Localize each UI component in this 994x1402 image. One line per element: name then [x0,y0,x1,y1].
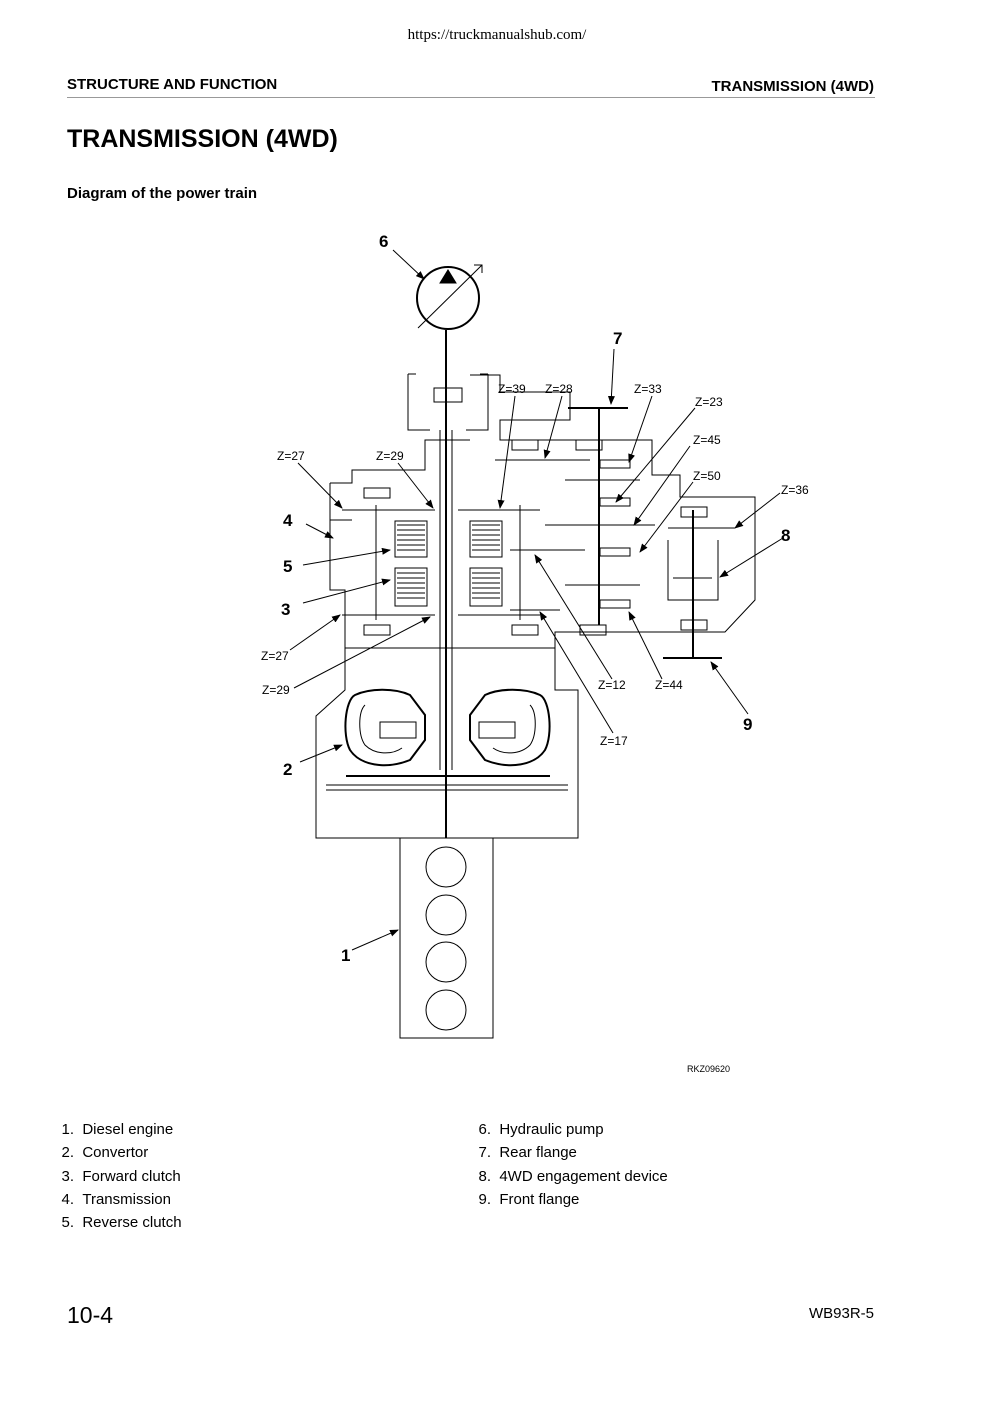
gear-label-z17: Z=17 [600,734,628,748]
hydraulic-pump [416,266,480,330]
callout-6: 6 [379,232,388,251]
gear-label-z29-bottom: Z=29 [262,683,290,697]
callout-1: 1 [341,946,350,965]
gear-label-z44: Z=44 [655,678,683,692]
figure-code: RKZ09620 [687,1064,730,1074]
callout-8: 8 [781,526,790,545]
legend-item: 8. 4WD engagement device [478,1167,668,1185]
engine-cylinder-3 [425,941,467,983]
callout-3: 3 [281,600,290,619]
forward-clutch-right [469,567,503,607]
figure-subtitle: Diagram of the power train [67,185,258,202]
engine-cylinder-4 [425,989,467,1031]
reverse-clutch-left [394,520,428,558]
gear-label-z39: Z=39 [498,382,526,396]
legend-item: 1. Diesel engine [61,1121,174,1138]
gear-label-z28: Z=28 [545,382,573,396]
legend-item: 3. Forward clutch [61,1167,181,1185]
gear-label-z50: Z=50 [693,469,721,483]
legend-item: 6. Hydraulic pump [478,1121,604,1138]
callout-7: 7 [613,329,622,348]
transmission-case [329,374,756,649]
legend-item: 9. Front flange [478,1190,580,1208]
legend-item: 7. Rear flange [478,1144,577,1162]
gear-label-z36: Z=36 [781,483,809,497]
section-header: STRUCTURE AND FUNCTION [67,76,278,93]
gear-label-z23: Z=23 [695,395,723,409]
gear-label-z33: Z=33 [634,382,662,396]
legend-left-column: 1. Diesel engine 2. Convertor 3. Forward… [45,1118,182,1234]
legend-right-column: 6. Hydraulic pump 7. Rear flange 8. 4WD … [462,1118,668,1211]
engine-cylinder-2 [425,894,467,936]
callout-5: 5 [283,557,292,576]
page-number: 10-4 [67,1302,114,1328]
engine-cylinder-1 [425,846,467,888]
callout-2: 2 [283,760,292,779]
converter-right [469,688,551,767]
callout-4: 4 [283,511,293,530]
page-title: TRANSMISSION (4WD) [67,125,338,153]
engine-block [399,837,494,1039]
source-url: https://truckmanualshub.com/ [407,27,587,43]
model-code: WB93R-5 [808,1305,874,1322]
legend-item: 2. Convertor [61,1144,149,1162]
gear-label-z45: Z=45 [693,433,721,447]
legend-item: 5. Reverse clutch [61,1214,182,1232]
gear-label-z29-top: Z=29 [376,449,404,463]
gear-label-z27-bottom: Z=27 [261,649,289,663]
header-divider [67,97,875,98]
gear-label-z27-top: Z=27 [277,449,305,463]
forward-clutch-left [394,567,428,607]
chapter-header: TRANSMISSION (4WD) [711,78,875,95]
legend-item: 4. Transmission [61,1190,171,1208]
callout-9: 9 [743,715,752,734]
converter-left [344,688,426,767]
gear-label-z12: Z=12 [598,678,626,692]
reverse-clutch-right [469,520,503,558]
